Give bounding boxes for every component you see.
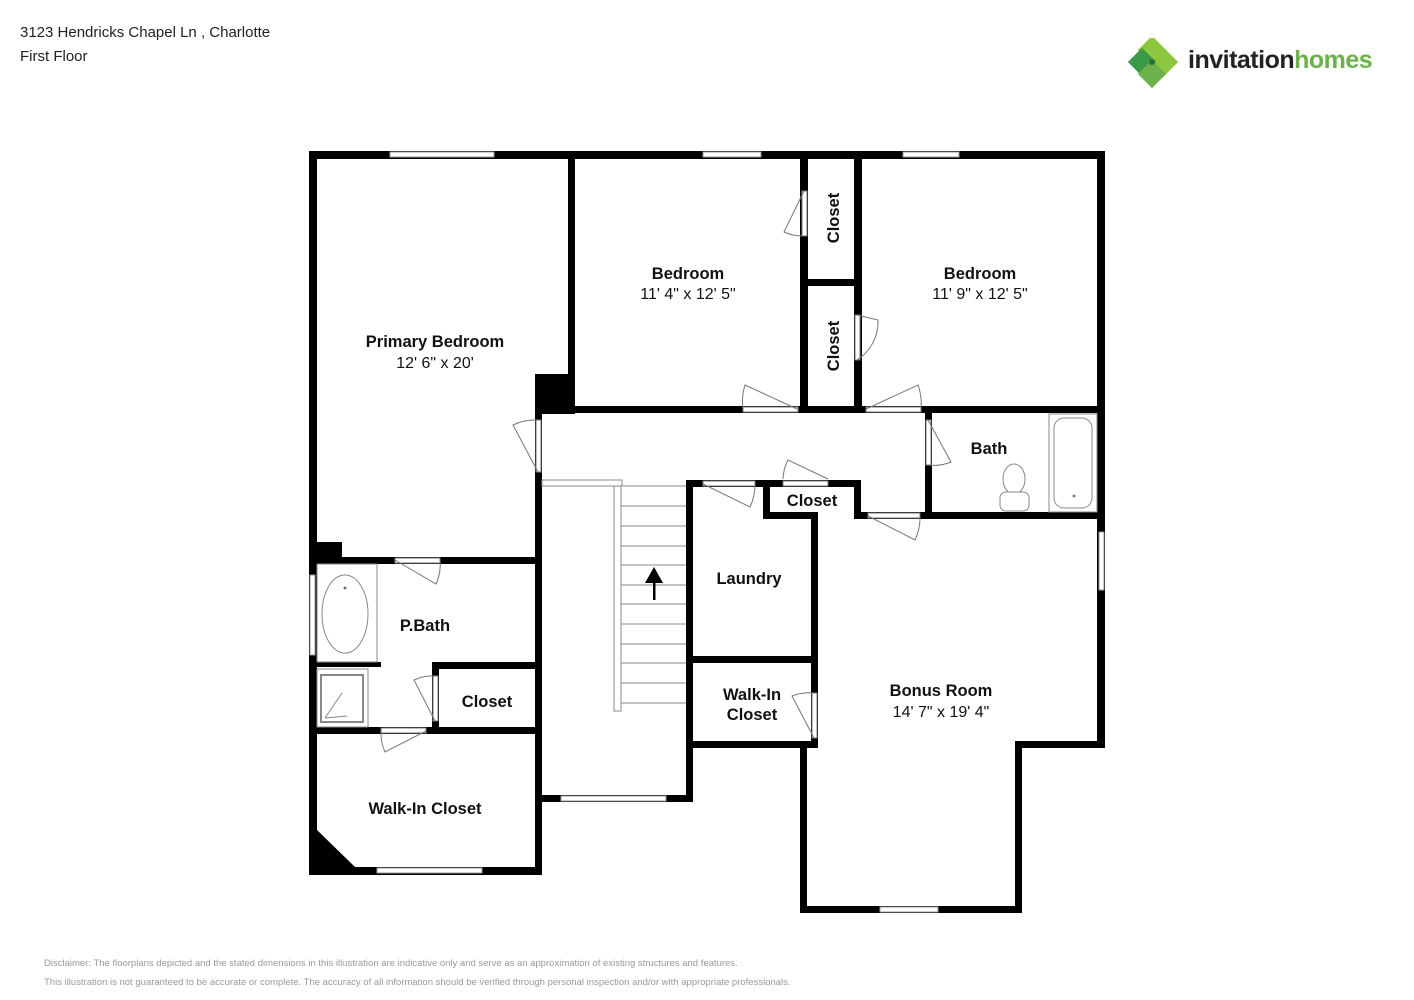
shower-icon	[320, 674, 364, 723]
room-label-walkin-closet-small-line1: Walk-In	[723, 686, 781, 704]
room-label-walkin-closet: Walk-In Closet	[368, 800, 482, 818]
stairs-up-arrow-icon	[645, 567, 663, 600]
toilet-icon	[1002, 463, 1026, 495]
logo-wordmark: invitationhomes	[1188, 46, 1373, 74]
room-label-bedroom-1: Bedroom	[652, 265, 724, 283]
disclaimer: Disclaimer: The floorplans depicted and …	[44, 954, 791, 992]
room-dims-bedroom-2: 11' 9" x 12' 5"	[932, 286, 1027, 303]
room-label-primary-bedroom: Primary Bedroom	[366, 333, 504, 351]
room-label-bedroom-2: Bedroom	[944, 265, 1016, 283]
header: 3123 Hendricks Chapel Ln , Charlotte Fir…	[20, 21, 270, 69]
room-label-p-bath: P.Bath	[400, 617, 450, 635]
disclaimer-line-2: This illustration is not guaranteed to b…	[44, 977, 791, 988]
fixtures	[316, 413, 1098, 728]
room-label-hall-closet: Closet	[787, 492, 838, 510]
room-label-bath: Bath	[971, 440, 1008, 458]
windows	[309, 151, 1105, 913]
room-label-closet-top: Closet	[825, 192, 843, 243]
tub-area	[316, 563, 378, 663]
property-address: 3123 Hendricks Chapel Ln , Charlotte	[20, 24, 271, 41]
logo-clover-icon	[1128, 38, 1179, 89]
room-label-closet-mid: Closet	[825, 320, 843, 371]
room-labels: Primary Bedroom 12' 6" x 20' Bedroom 11'…	[366, 192, 1028, 818]
room-label-pbath-closet: Closet	[462, 693, 513, 711]
room-dims-bedroom-1: 11' 4" x 12' 5"	[640, 286, 735, 303]
invitation-homes-logo: invitationhomes	[1128, 38, 1388, 89]
room-label-walkin-closet-small-line2: Closet	[727, 706, 778, 724]
bathtub-icon	[1053, 417, 1093, 509]
room-dims-bonus-room: 14' 7" x 19' 4"	[893, 704, 990, 721]
doors	[380, 190, 952, 753]
oval-tub-icon	[321, 574, 369, 654]
staircase	[541, 479, 686, 712]
room-dims-primary-bedroom: 12' 6" x 20'	[396, 355, 474, 372]
room-label-laundry: Laundry	[716, 570, 782, 588]
room-label-bonus-room: Bonus Room	[890, 682, 993, 700]
floor-label: First Floor	[20, 48, 88, 65]
disclaimer-line-1: Disclaimer: The floorplans depicted and …	[44, 958, 738, 969]
